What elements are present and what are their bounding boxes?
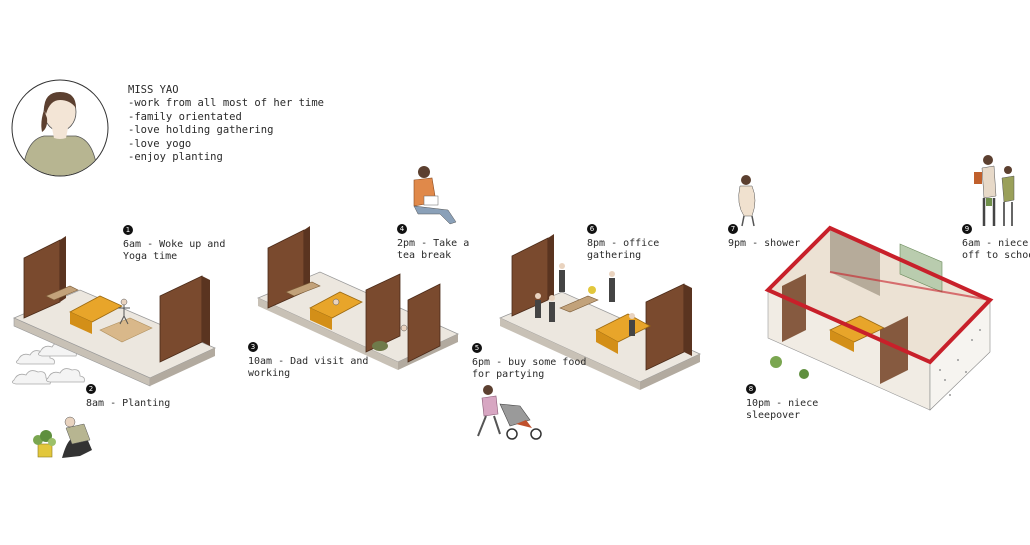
caption-step-9: 9 6am - niece off to school xyxy=(962,224,1030,263)
persona-trait: -work from all most of her time xyxy=(128,97,324,110)
caption-step-1: 1 6am - Woke up and Yoga time xyxy=(123,225,225,264)
caption-line: Yoga time xyxy=(123,251,178,262)
caption-line: 6am - Woke up and xyxy=(123,238,226,250)
caption-step-2: 2 8am - Planting xyxy=(86,384,170,410)
caption-line: gathering xyxy=(587,250,642,261)
step-number: 5 xyxy=(472,343,482,353)
caption-step-4: 4 2pm - Take a tea break xyxy=(397,224,469,263)
room-panel-1 xyxy=(12,236,216,387)
shower-figure xyxy=(738,175,756,227)
caption-line: 10am - Dad visit and xyxy=(248,355,369,367)
caption-line: 6pm - buy some food xyxy=(472,356,587,368)
step-number: 8 xyxy=(746,384,756,394)
persona-trait: -love holding gathering xyxy=(128,124,274,137)
niece-figures xyxy=(974,155,1015,226)
step-number: 2 xyxy=(86,384,96,394)
persona-name: MISS YAO xyxy=(128,84,179,96)
house-axonometric xyxy=(764,225,994,411)
caption-step-3: 3 10am - Dad visit and working xyxy=(248,342,368,381)
caption-line: working xyxy=(248,368,291,379)
step-number: 4 xyxy=(397,224,407,234)
persona-block: MISS YAO -work from all most of her time… xyxy=(128,84,324,164)
room-panel-6 xyxy=(499,234,701,390)
caption-step-8: 8 10pm - niece sleepover xyxy=(746,384,818,423)
caption-line: 10pm - niece xyxy=(746,397,819,409)
tea-break-figure xyxy=(413,166,457,225)
step-number: 3 xyxy=(248,342,258,352)
caption-step-7: 7 9pm - shower xyxy=(728,224,800,250)
caption-step-5: 5 6pm - buy some food for partying xyxy=(472,343,586,382)
persona-trait: -love yogo xyxy=(128,137,192,150)
stroller-figure xyxy=(477,385,542,440)
step-number: 6 xyxy=(587,224,597,234)
planting-figure xyxy=(33,416,92,458)
avatar xyxy=(11,79,109,177)
caption-line: off to school xyxy=(962,250,1030,261)
caption-step-6: 6 8pm - office gathering xyxy=(587,224,659,263)
caption-line: 9pm - shower xyxy=(728,237,801,249)
persona-trait: -family orientated xyxy=(128,110,242,123)
caption-line: 8am - Planting xyxy=(86,397,171,409)
step-number: 9 xyxy=(962,224,972,234)
caption-line: sleepover xyxy=(746,410,801,421)
persona-trait: -enjoy planting xyxy=(128,151,223,164)
caption-line: 2pm - Take a xyxy=(397,237,470,249)
caption-line: tea break xyxy=(397,250,452,261)
room-panel-3 xyxy=(257,226,459,370)
caption-line: 6am - niece xyxy=(962,237,1029,249)
caption-line: for partying xyxy=(472,369,545,380)
step-number: 7 xyxy=(728,224,738,234)
step-number: 1 xyxy=(123,225,133,235)
caption-line: 8pm - office xyxy=(587,237,660,249)
